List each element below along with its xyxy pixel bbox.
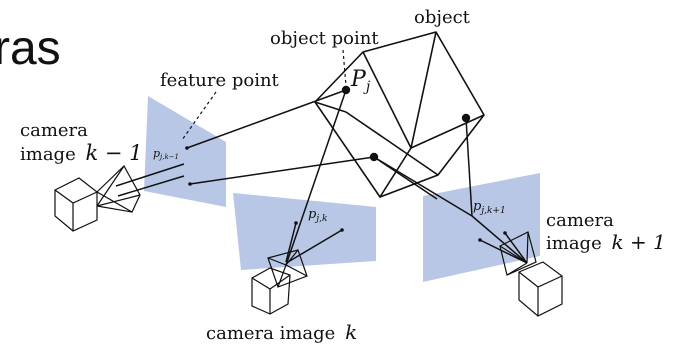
- object-point-symbol: Pj: [350, 67, 371, 95]
- camera-prev-label-line2: image k − 1: [20, 141, 143, 165]
- feature-point-prev-1: [185, 146, 189, 150]
- feature-prev-main: p: [153, 147, 160, 160]
- feature-point-next-1: [478, 238, 482, 242]
- camera-next-label-line2: image k + 1: [546, 230, 666, 254]
- feature-point-prev-2: [188, 182, 192, 186]
- feature-next-sub: j,k+1: [479, 206, 505, 216]
- object-point-middle: [369, 152, 379, 162]
- camera-next-label-word: image: [546, 233, 602, 254]
- feature-point-label: feature point: [160, 70, 280, 91]
- camera-prev-label-word: image: [20, 144, 76, 165]
- header-fragment: ras: [0, 22, 61, 75]
- feature-point-curr-1: [294, 221, 298, 225]
- feature-point-leader: [181, 91, 217, 141]
- feature-curr-label: pj,k: [308, 207, 327, 224]
- object-point-label: object point: [270, 28, 379, 49]
- feature-curr-main: p: [308, 207, 317, 222]
- camera-curr-label: camera image k: [206, 320, 357, 344]
- camera-prev-label-index: k − 1: [85, 141, 142, 165]
- object-point-symbol-main: P: [350, 67, 367, 92]
- camera-next-label-line1: camera: [546, 210, 614, 231]
- camera-prev-label-line1: camera: [20, 120, 88, 141]
- projection-rays: [115, 89, 528, 266]
- camera-curr-label-word: camera image: [206, 323, 335, 344]
- camera-curr-label-index: k: [345, 320, 357, 344]
- feature-prev-sub: j,k−1: [158, 153, 179, 161]
- object-point-pj: [341, 85, 351, 95]
- feature-next-main: p: [473, 199, 482, 214]
- object-point-leader: [342, 49, 347, 87]
- object-point-symbol-sub: j: [363, 79, 371, 95]
- feature-point-next-2: [503, 231, 507, 235]
- camera-prev: [54, 165, 141, 232]
- feature-next-label: pj,k+1: [473, 199, 506, 216]
- camera-curr: [251, 249, 308, 315]
- image-plane-prev: [144, 96, 226, 207]
- feature-curr-sub: j,k: [314, 214, 327, 224]
- image-plane-curr: [233, 193, 376, 270]
- object-cube: [314, 31, 485, 198]
- object-label: object: [414, 7, 471, 28]
- object-point-right: [461, 113, 471, 123]
- camera-next-label-index: k + 1: [611, 230, 665, 254]
- feature-point-curr-2: [340, 228, 344, 232]
- camera-next: [499, 231, 563, 317]
- feature-prev-label: pj,k−1: [153, 147, 179, 161]
